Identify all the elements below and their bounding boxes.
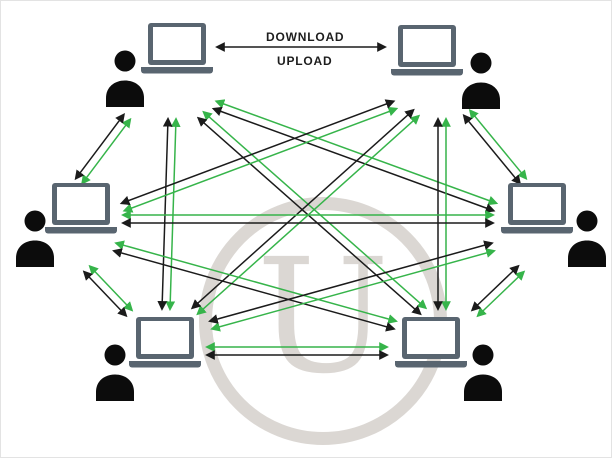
arrow-green [165, 117, 181, 312]
laptop-icon [395, 317, 467, 368]
person-icon [568, 210, 606, 267]
arrow-black [462, 114, 522, 186]
laptop-icon [141, 23, 213, 74]
person-icon [96, 344, 134, 401]
peer-node-bottom-left [93, 317, 209, 403]
person-icon [462, 52, 500, 109]
person-icon [464, 344, 502, 401]
laptop-icon [45, 183, 117, 234]
upload-label: UPLOAD [277, 54, 333, 68]
arrow-black [196, 116, 422, 316]
peer-node-mid-left [13, 183, 129, 269]
peer-node-bottom-right [389, 317, 505, 403]
laptop-icon [501, 183, 573, 234]
peer-node-top-left [103, 23, 219, 109]
arrow-green [468, 108, 528, 180]
download-label: DOWNLOAD [266, 30, 345, 44]
arrow-green [81, 117, 132, 185]
laptop-icon [391, 25, 463, 76]
arrow-black [74, 113, 125, 181]
laptop-icon [129, 317, 201, 368]
peer-node-top-right [387, 25, 503, 111]
arrow-black [82, 270, 128, 318]
person-icon [106, 50, 144, 107]
arrow-black [157, 116, 173, 311]
person-icon [16, 210, 54, 267]
arrow-green [88, 264, 134, 312]
arrow-black [470, 264, 520, 312]
arrow-green [476, 270, 526, 318]
peer-node-mid-right [493, 183, 609, 269]
